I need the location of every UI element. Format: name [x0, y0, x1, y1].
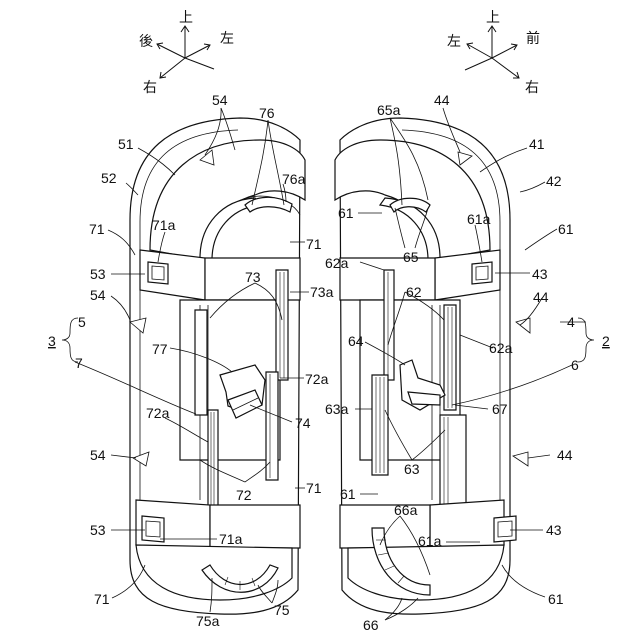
ref-54-top: 54: [212, 92, 228, 108]
ref-72: 72: [236, 487, 252, 503]
ref-61-bottom: 61: [548, 591, 564, 607]
ref-44-lower: 44: [557, 447, 573, 463]
ref-65a: 65a: [377, 102, 401, 118]
ref-72a-right: 72a: [305, 371, 329, 387]
ref-64: 64: [348, 333, 364, 349]
ref-3: 3: [48, 333, 56, 349]
ref-63: 63: [404, 461, 420, 477]
ref-43-upper: 43: [532, 266, 548, 282]
ref-54-mid: 54: [90, 287, 106, 303]
ref-44-mid: 44: [533, 289, 549, 305]
ref-51: 51: [118, 136, 134, 152]
ref-71-upper-left: 71: [89, 221, 105, 237]
ref-62: 62: [406, 284, 422, 300]
axis-label-left: 左: [447, 34, 461, 50]
ref-63a: 63a: [325, 401, 349, 417]
ref-61a-upper: 61a: [467, 211, 491, 227]
axis-label-up: 上: [179, 10, 193, 26]
ref-7: 7: [75, 355, 83, 371]
ref-43-lower: 43: [546, 522, 562, 538]
ref-74: 74: [295, 415, 311, 431]
ref-75a: 75a: [196, 613, 220, 629]
left-case-part: [130, 118, 305, 614]
ref-61-mid: 61: [340, 486, 356, 502]
ref-65: 65: [403, 249, 419, 265]
axis-label-back: 後: [139, 34, 153, 50]
ref-61-upper-right: 61: [558, 221, 574, 237]
ref-53-upper: 53: [90, 266, 106, 282]
ref-52: 52: [101, 170, 117, 186]
ref-41: 41: [529, 136, 545, 152]
ref-62a-top: 62a: [325, 255, 349, 271]
axis-label-up: 上: [486, 10, 500, 26]
ref-44-top: 44: [434, 92, 450, 108]
ref-71-lower-right: 71: [306, 480, 322, 496]
ref-62a-right: 62a: [489, 340, 513, 356]
ref-76a: 76a: [282, 171, 306, 187]
ref-77: 77: [152, 341, 168, 357]
axis-label-right: 右: [143, 80, 157, 96]
ref-61a-lower: 61a: [418, 533, 442, 549]
axis-label-left: 左: [220, 31, 234, 47]
ref-61-upper-left: 61: [338, 205, 354, 221]
axis-label-right: 右: [525, 80, 539, 96]
ref-72a-left: 72a: [146, 405, 170, 421]
ref-53-lower: 53: [90, 522, 106, 538]
ref-66a: 66a: [394, 502, 418, 518]
ref-73a: 73a: [310, 284, 334, 300]
ref-71a-upper: 71a: [152, 217, 176, 233]
ref-71a-lower: 71a: [219, 531, 243, 547]
ref-75: 75: [274, 602, 290, 618]
ref-5: 5: [78, 314, 86, 330]
ref-73: 73: [245, 269, 261, 285]
ref-67: 67: [492, 401, 508, 417]
axis-label-front: 前: [526, 30, 540, 47]
ref-76: 76: [259, 105, 275, 121]
ref-54-lower: 54: [90, 447, 106, 463]
ref-71-bottom: 71: [94, 591, 110, 607]
ref-71-upper-right: 71: [306, 236, 322, 252]
ref-42: 42: [546, 173, 562, 189]
axis-indicator-left: 上 後 左 右: [139, 10, 234, 96]
axis-indicator-right: 上 左 前 右: [447, 10, 540, 96]
ref-4: 4: [567, 314, 575, 330]
ref-6: 6: [571, 357, 579, 373]
ref-2: 2: [602, 333, 610, 349]
ref-66: 66: [363, 617, 379, 633]
